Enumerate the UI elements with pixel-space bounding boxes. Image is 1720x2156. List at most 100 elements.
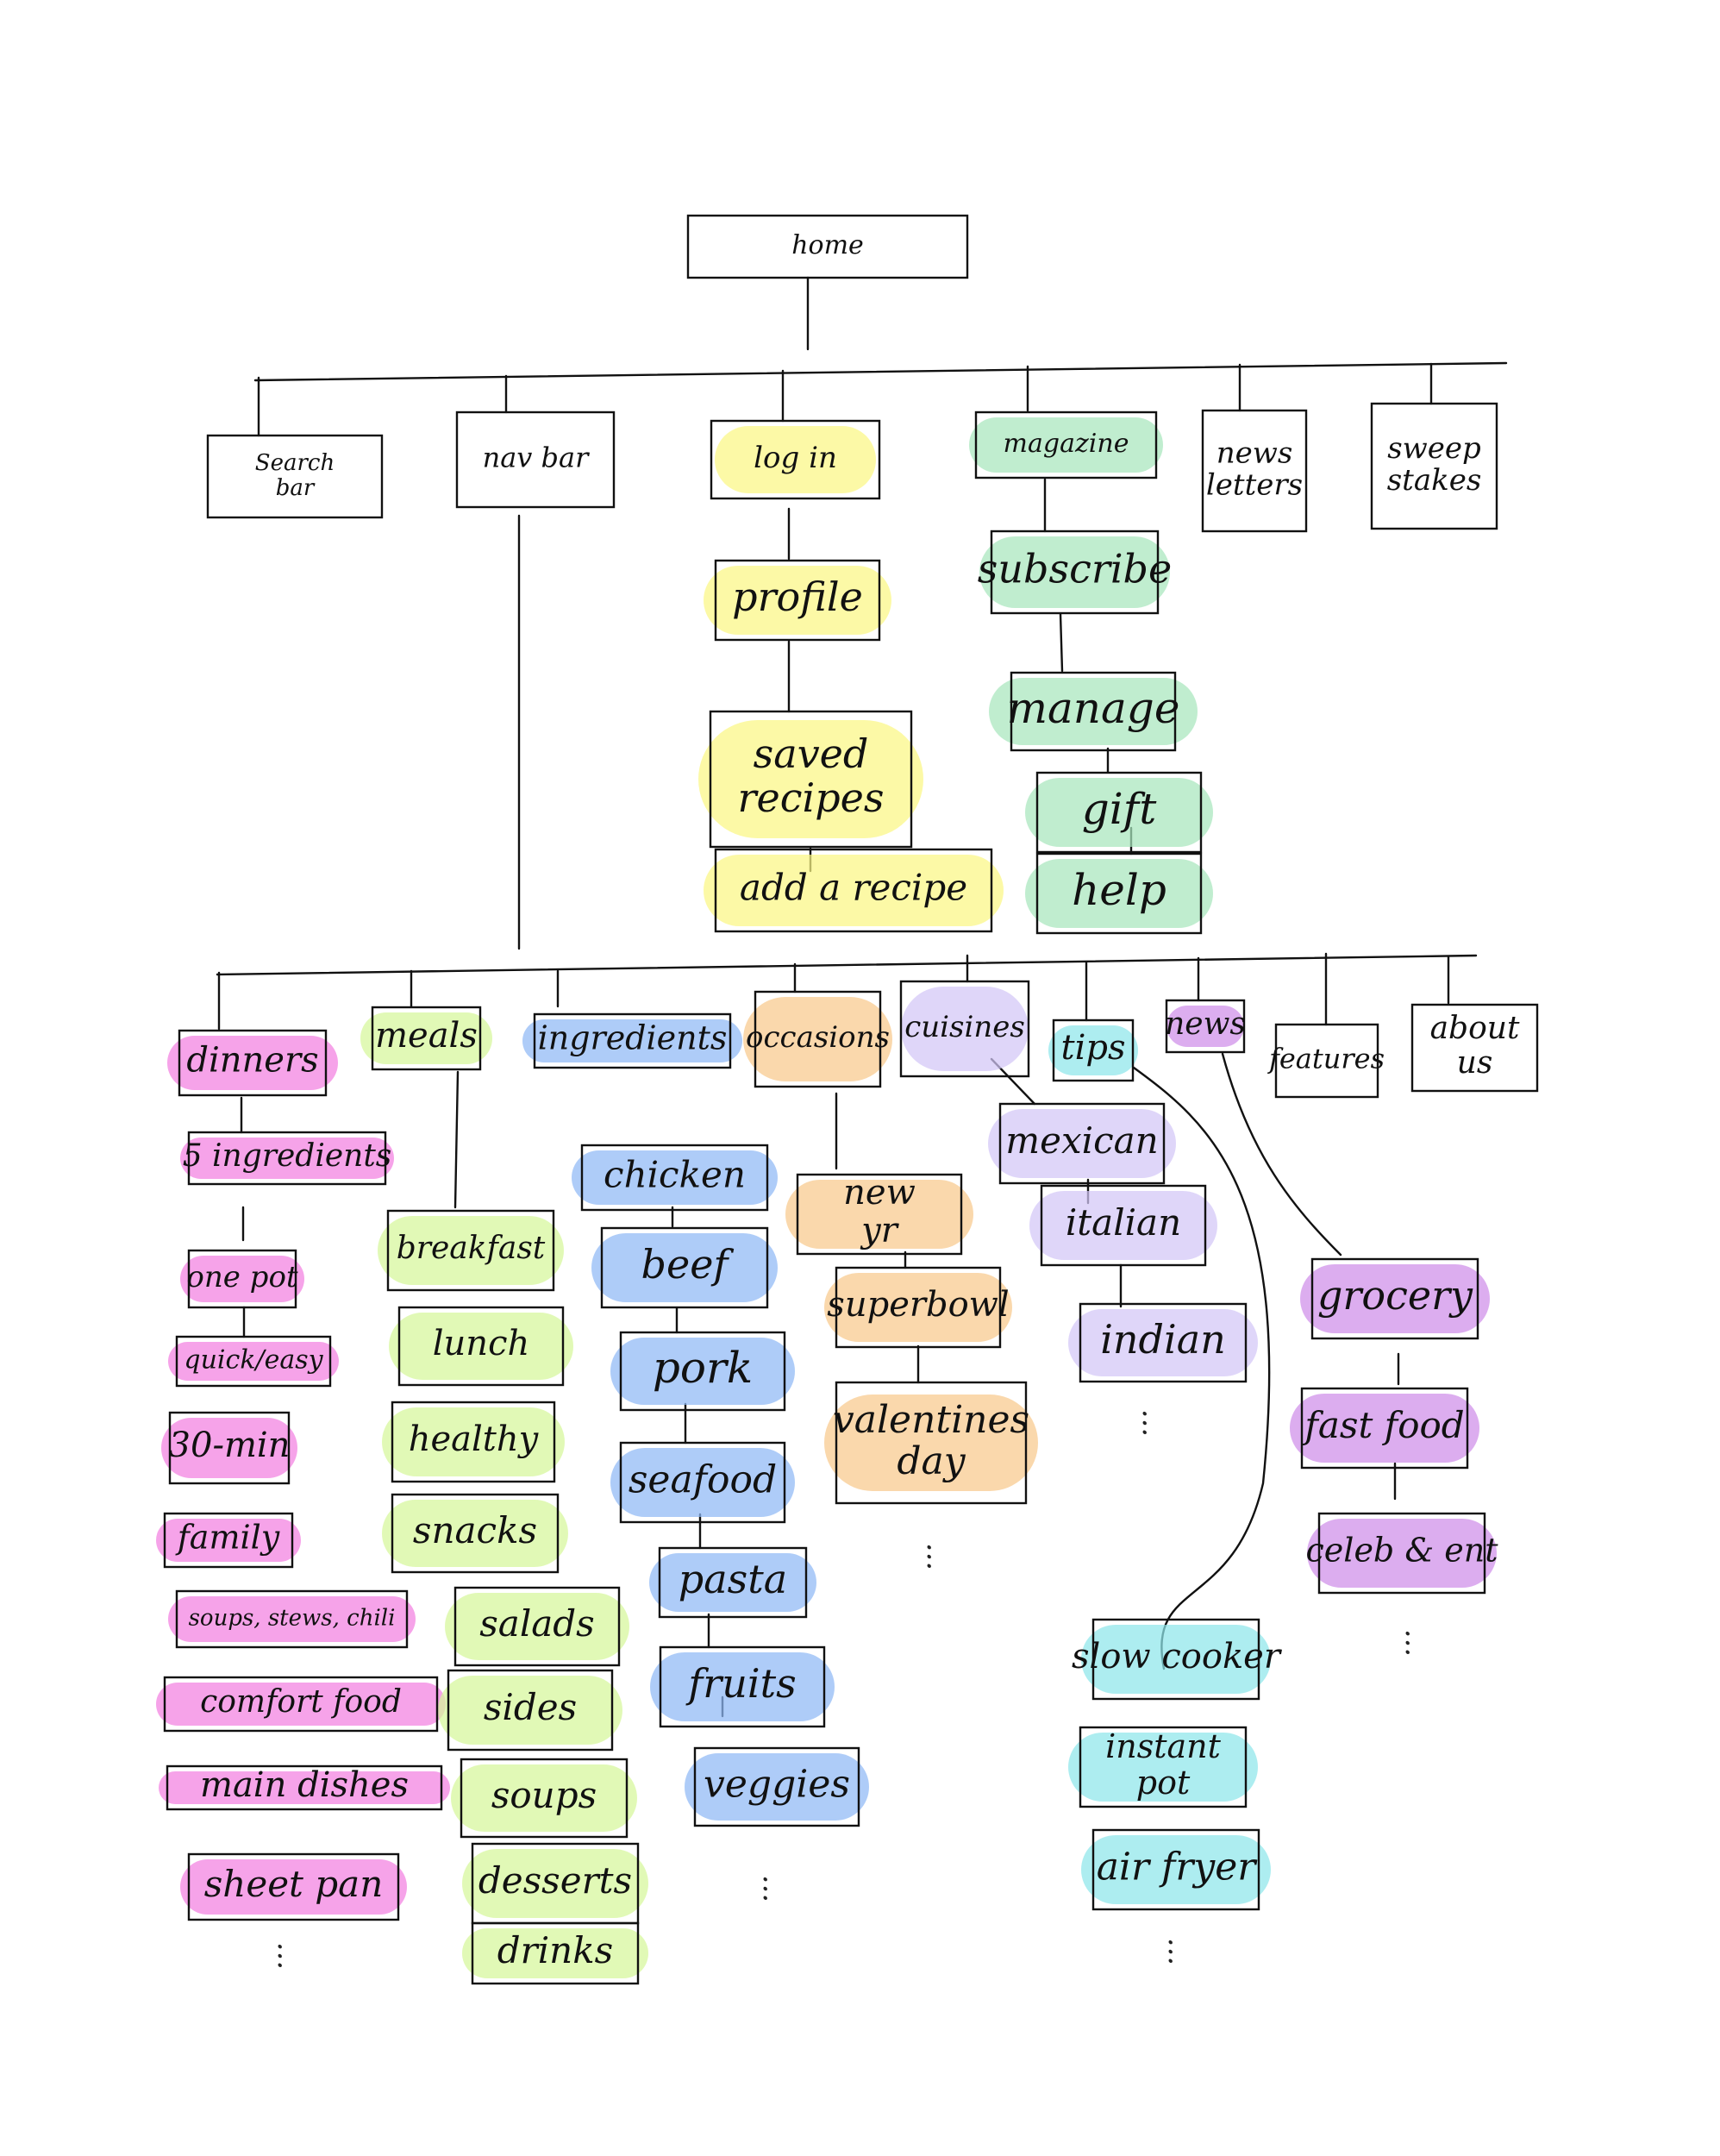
node-cuisines-item-0-label: mexican	[1005, 1119, 1158, 1162]
node-tips-item-0-highlight	[1081, 1625, 1271, 1694]
node-occasions-item-1-box	[835, 1266, 1002, 1349]
node-ingredients-item-2-box	[619, 1331, 786, 1412]
node-tips-highlight	[1048, 1025, 1138, 1075]
node-dinners-item-6: comfort food	[163, 1676, 439, 1733]
node-dinners-item-8: sheet pan	[187, 1852, 400, 1921]
node-occasions: occasions	[746, 990, 890, 1088]
subscribe-manage-connector	[1059, 612, 1064, 673]
node-ingredients-item-3-highlight	[610, 1448, 795, 1517]
node-dinners-item-2: quick/easy	[175, 1335, 332, 1388]
node-ingredients-item-6-label: veggies	[704, 1763, 850, 1807]
node-news-item-1: fast food	[1300, 1387, 1469, 1470]
node-ingredients-item-5-label: fruits	[685, 1660, 796, 1707]
node-dinners: dinners	[178, 1029, 328, 1097]
node-dinners-item-7-box	[166, 1764, 443, 1811]
node-log-in-highlight	[715, 426, 876, 493]
node-add-recipe-highlight	[704, 855, 1004, 926]
node-dinners-item-2-highlight	[168, 1342, 339, 1381]
node-meals-item-0-highlight	[378, 1216, 564, 1285]
node-dinners-item-1-highlight	[180, 1256, 304, 1302]
node-tips: tips	[1052, 1018, 1135, 1082]
node-occasions-item-1: superbowl	[827, 1266, 1010, 1349]
node-dinners-label: dinners	[186, 1041, 318, 1081]
node-ingredients-item-1-box	[600, 1226, 769, 1309]
node-tips-item-0: slow cooker	[1072, 1618, 1283, 1701]
meals-drop	[453, 1070, 460, 1209]
node-occasions-item-1-label: superbowl	[827, 1285, 1009, 1325]
node-manage: manage	[1007, 671, 1179, 752]
node-subscribe-label: subscribe	[978, 546, 1172, 592]
node-meals-item-3-box	[391, 1493, 560, 1574]
node-occasions-highlight	[743, 997, 892, 1081]
node-meals-item-2-box	[391, 1401, 556, 1483]
node-manage-box	[1010, 671, 1177, 752]
node-dinners-item-6-box	[163, 1676, 439, 1733]
node-cuisines-box	[899, 980, 1030, 1078]
node-tips-item-0-label: slow cooker	[1072, 1637, 1283, 1677]
node-meals-item-6-box	[460, 1758, 629, 1839]
node-dinners-item-6-label: comfort food	[200, 1684, 402, 1720]
node-dinners-item-7: main dishes	[166, 1764, 443, 1811]
node-magazine-highlight	[969, 417, 1163, 473]
ingredients-more-dots: ...	[756, 1875, 791, 1902]
node-ingredients-item-5-box	[659, 1645, 826, 1728]
node-gift-highlight	[1025, 778, 1213, 847]
node-meals-item-8-label: drinks	[497, 1929, 613, 1971]
node-cuisines-highlight	[901, 987, 1029, 1071]
node-nav-bar-label: nav bar	[483, 442, 591, 474]
node-log-in-box	[710, 419, 881, 500]
news-to-grocery-curve	[1221, 1052, 1342, 1257]
node-meals-item-4-label: salads	[479, 1602, 595, 1645]
node-magazine: magazine	[974, 411, 1158, 479]
connector-lines	[216, 276, 1508, 1718]
node-subscribe-box	[990, 530, 1160, 615]
node-cuisines-item-2-box	[1079, 1302, 1248, 1383]
node-features-box	[1274, 1023, 1379, 1099]
node-subscribe-highlight	[979, 536, 1170, 608]
node-gift-label: gift	[1082, 784, 1158, 834]
node-saved-recipes-box	[709, 710, 913, 849]
node-news-item-2-highlight	[1307, 1519, 1497, 1588]
occasions-more-dots: ...	[920, 1543, 954, 1570]
node-meals-item-5-highlight	[438, 1676, 622, 1745]
node-meals-item-2: healthy	[391, 1401, 556, 1483]
node-dinners-item-3-highlight	[161, 1418, 297, 1478]
node-about-us-box	[1410, 1003, 1539, 1093]
node-news-item-2-box	[1317, 1512, 1486, 1595]
node-ingredients-item-1-highlight	[591, 1233, 778, 1302]
dinners-more-dots: ...	[271, 1942, 305, 1970]
node-occasions-label: occasions	[746, 1020, 890, 1055]
node-ingredients-item-3-box	[619, 1441, 786, 1524]
node-sweepstakes-box	[1370, 402, 1498, 530]
node-news-item-2-label: celeb & ent	[1306, 1532, 1499, 1570]
node-dinners-item-5: soups, stews, chili	[175, 1589, 409, 1649]
node-profile-highlight	[704, 566, 891, 635]
node-gift-box	[1035, 771, 1203, 854]
node-meals-item-1-label: lunch	[433, 1324, 529, 1363]
node-profile-label: profile	[732, 573, 863, 620]
node-dinners-item-0-label: 5 ingredients	[183, 1138, 392, 1174]
node-news-item-0-label: grocery	[1317, 1272, 1473, 1319]
node-dinners-highlight	[167, 1036, 338, 1090]
node-gift: gift	[1035, 771, 1203, 854]
node-occasions-item-1-highlight	[824, 1273, 1012, 1342]
tips-more-dots: ...	[1161, 1938, 1196, 1965]
node-dinners-item-1-box	[187, 1249, 297, 1309]
node-saved-recipes-highlight	[698, 720, 923, 838]
node-meals-item-7-label: desserts	[478, 1859, 632, 1902]
node-cuisines-item-1-highlight	[1029, 1191, 1217, 1260]
node-meals-item-2-label: healthy	[409, 1420, 540, 1459]
node-dinners-item-0-highlight	[180, 1138, 394, 1179]
node-news-item-2: celeb & ent	[1306, 1512, 1499, 1595]
